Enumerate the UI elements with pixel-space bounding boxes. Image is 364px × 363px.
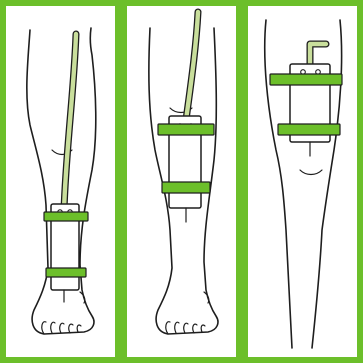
lower-strap xyxy=(46,268,86,277)
upper-strap xyxy=(158,124,214,135)
upper-strap xyxy=(44,212,88,221)
lower-strap xyxy=(162,182,210,193)
panel-3-frame xyxy=(245,3,360,360)
panel-calf xyxy=(124,3,239,360)
lower-strap xyxy=(278,124,340,135)
panel-thigh xyxy=(245,3,360,360)
panel-lower-leg xyxy=(3,3,118,360)
upper-strap xyxy=(270,74,342,85)
